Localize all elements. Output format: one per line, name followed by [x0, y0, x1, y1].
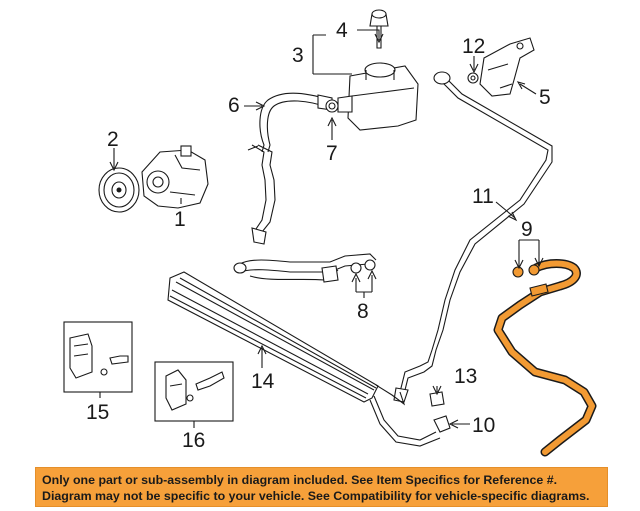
- callout-15: 15: [86, 401, 109, 424]
- callout-9: 9: [521, 218, 533, 241]
- callout-10: 10: [472, 414, 495, 437]
- bracket-kit-15: [63, 321, 133, 393]
- callout-7: 7: [326, 142, 338, 165]
- callout-12: 12: [462, 35, 485, 58]
- disclaimer-banner: Only one part or sub-assembly in diagram…: [35, 467, 608, 507]
- disclaimer-line-1: Only one part or sub-assembly in diagram…: [42, 473, 558, 487]
- callout-13: 13: [454, 365, 477, 388]
- oil-cooler: [167, 271, 441, 447]
- callout-16: 16: [182, 429, 205, 452]
- callout-1: 1: [174, 208, 186, 231]
- hose-clamp-7: [325, 99, 339, 113]
- reservoir-cap: [369, 9, 389, 49]
- bracket-kit-16: [154, 361, 234, 422]
- power-steering-pump: [141, 145, 209, 209]
- reservoir: [337, 62, 419, 131]
- clip-10: [433, 415, 451, 433]
- callout-2: 2: [107, 128, 119, 151]
- hose-clamps-8: [350, 259, 376, 274]
- reservoir-hose: [247, 92, 333, 245]
- callout-4: 4: [336, 19, 348, 42]
- callout-8: 8: [357, 300, 369, 323]
- callout-6: 6: [228, 94, 240, 117]
- hose-clamp-12: [467, 72, 479, 84]
- highlighted-hose: [493, 259, 597, 457]
- callout-14: 14: [251, 370, 275, 393]
- leader-lines: [99, 29, 544, 429]
- pump-pulley: [98, 167, 140, 213]
- callout-11: 11: [472, 185, 494, 208]
- mounting-bracket: [479, 37, 535, 97]
- callout-5: 5: [539, 86, 551, 109]
- callout-3: 3: [292, 44, 304, 67]
- pressure-hose: [233, 253, 377, 283]
- disclaimer-line-2: Diagram may not be specific to your vehi…: [42, 489, 590, 503]
